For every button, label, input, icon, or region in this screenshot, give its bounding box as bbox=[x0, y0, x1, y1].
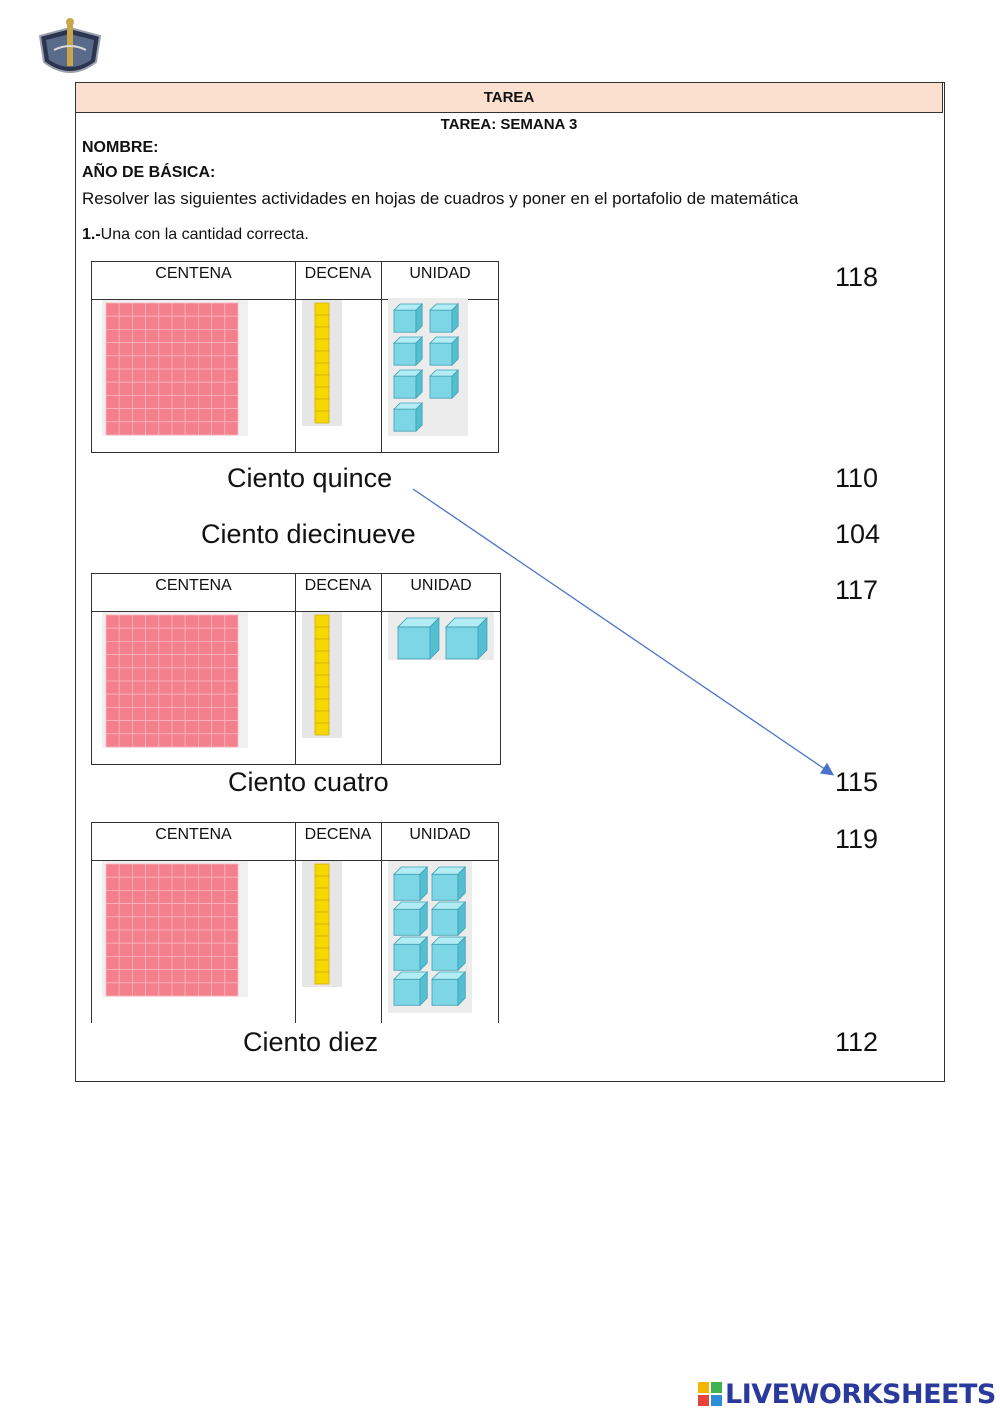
header-centena: CENTENA bbox=[155, 577, 232, 594]
name-label: NOMBRE: bbox=[82, 139, 159, 156]
header-decena: DECENA bbox=[304, 826, 372, 843]
header-unidad: UNIDAD bbox=[409, 826, 471, 843]
school-crest-logo bbox=[38, 18, 102, 73]
number-option-5[interactable]: 115 bbox=[835, 767, 879, 797]
question-number: 1.- bbox=[82, 226, 101, 243]
word-option-1[interactable]: Ciento quince bbox=[227, 463, 393, 493]
ten-rod-2 bbox=[302, 612, 342, 738]
place-value-table-1: CENTENA DECENA UNIDAD bbox=[91, 261, 499, 453]
word-option-3[interactable]: Ciento cuatro bbox=[228, 767, 389, 797]
header-unidad: UNIDAD bbox=[410, 577, 472, 594]
header-unidad: UNIDAD bbox=[409, 265, 471, 282]
number-option-6[interactable]: 119 bbox=[835, 824, 879, 854]
unit-cubes-3 bbox=[388, 861, 472, 1013]
word-option-4[interactable]: Ciento diez bbox=[243, 1027, 379, 1057]
hundred-block-2 bbox=[102, 612, 248, 748]
hundred-block-3 bbox=[102, 861, 248, 997]
liveworksheets-watermark: LIVEWORKSHEETS bbox=[698, 1376, 996, 1412]
ten-rod-1 bbox=[302, 300, 342, 426]
ten-rod-3 bbox=[302, 861, 342, 987]
worksheet-title: TAREA bbox=[75, 82, 943, 113]
unit-cubes-2 bbox=[388, 612, 494, 660]
grade-label: AÑO DE BÁSICA: bbox=[82, 164, 216, 181]
header-centena: CENTENA bbox=[155, 826, 232, 843]
unit-cubes-1 bbox=[388, 298, 468, 436]
header-decena: DECENA bbox=[304, 265, 372, 282]
header-decena: DECENA bbox=[304, 577, 372, 594]
place-value-table-3: CENTENA DECENA UNIDAD bbox=[91, 822, 499, 1023]
question-heading: 1.-Una con la cantidad correcta. bbox=[82, 226, 309, 244]
header-centena: CENTENA bbox=[155, 265, 232, 282]
number-option-4[interactable]: 117 bbox=[835, 575, 879, 605]
worksheet-subtitle: TAREA: SEMANA 3 bbox=[440, 116, 578, 133]
question-text: Una con la cantidad correcta. bbox=[100, 226, 309, 243]
watermark-text: LIVEWORKSHEETS bbox=[725, 1378, 996, 1410]
table-header-row bbox=[92, 574, 500, 612]
number-option-7[interactable]: 112 bbox=[835, 1027, 879, 1057]
word-option-2[interactable]: Ciento diecinueve bbox=[201, 519, 416, 549]
hundred-block-1 bbox=[102, 300, 248, 436]
number-option-3[interactable]: 104 bbox=[835, 519, 881, 549]
number-option-2[interactable]: 110 bbox=[835, 463, 879, 493]
liveworksheets-logo-icon bbox=[698, 1382, 722, 1406]
number-option-1[interactable]: 118 bbox=[835, 262, 879, 292]
place-value-table-2: CENTENA DECENA UNIDAD bbox=[91, 573, 501, 765]
instruction-text: Resolver las siguientes actividades en h… bbox=[82, 189, 799, 208]
